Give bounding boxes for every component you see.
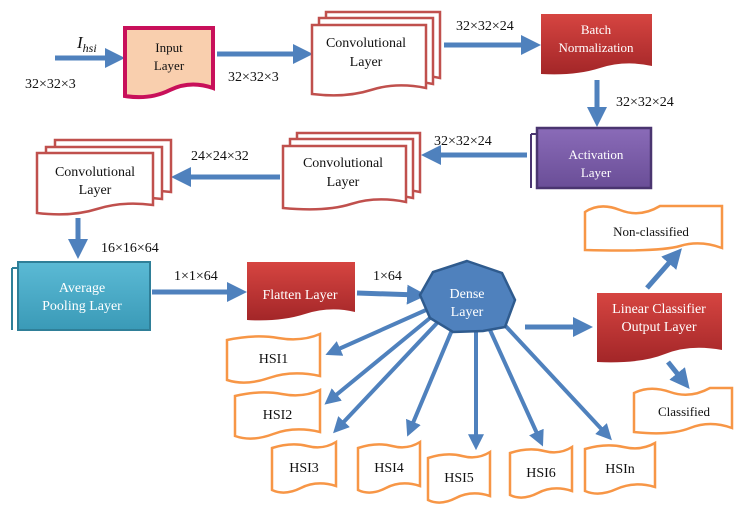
- svg-text:Layer: Layer: [451, 305, 484, 320]
- svg-text:Output Layer: Output Layer: [621, 320, 696, 335]
- label-conv2-conv3: 24×24×32: [191, 149, 249, 164]
- svg-text:Layer: Layer: [79, 183, 112, 198]
- hsi-label: HSIn: [605, 462, 635, 477]
- input-symbol: Ihsi: [76, 33, 97, 55]
- arrow-dense-hsi3: [333, 320, 440, 434]
- hsi-output-2: HSI2: [233, 388, 322, 440]
- arrow-classifier-nonclassified: [645, 248, 682, 290]
- input-dims: 32×32×3: [25, 77, 76, 92]
- svg-text:Layer: Layer: [581, 165, 612, 180]
- hsi-output-5: HSI5: [426, 449, 492, 504]
- hsi-label: HSI5: [444, 471, 474, 486]
- svg-text:Convolutional: Convolutional: [326, 36, 406, 51]
- arrow-dense-hsi6: [488, 329, 544, 447]
- arrow-dense-hsin: [498, 318, 612, 441]
- label-conv3-pool: 16×16×64: [101, 241, 159, 256]
- svg-text:Batch: Batch: [581, 22, 612, 37]
- hsi-box: [356, 439, 422, 494]
- hsi-box: [233, 388, 322, 440]
- svg-text:Average: Average: [59, 281, 105, 296]
- hsi-box: [225, 332, 322, 384]
- svg-text:Input: Input: [155, 40, 183, 55]
- arrow-dense-hsi1: [325, 308, 427, 356]
- svg-text:Classified: Classified: [658, 404, 710, 419]
- input-layer: Input Layer: [123, 26, 215, 100]
- svg-text:Activation: Activation: [569, 147, 624, 162]
- hsi-output-7: HSIn: [583, 440, 657, 495]
- arrow-dense-hsi2: [324, 316, 432, 405]
- activation-layer: Activation Layer: [530, 126, 653, 190]
- hsi-label: HSI4: [374, 461, 404, 476]
- hsi-output-3: HSI3: [270, 439, 338, 494]
- svg-text:Normalization: Normalization: [558, 40, 634, 55]
- average-pooling-layer: Average Pooling Layer: [11, 261, 151, 331]
- conv-layer-2: Convolutional Layer: [281, 131, 422, 211]
- classified-output: Classified: [632, 386, 734, 435]
- hsi-output-4: HSI4: [356, 439, 422, 494]
- hsi-output-6: HSI6: [508, 444, 574, 499]
- non-classified-output: Non-classified: [583, 204, 724, 252]
- linear-classifier-output-layer: Linear Classifier Output Layer: [597, 293, 722, 363]
- svg-text:Dense: Dense: [450, 287, 485, 302]
- hsi-label: HSI2: [263, 408, 293, 423]
- label-input-conv1: 32×32×3: [228, 70, 279, 85]
- svg-text:Non-classified: Non-classified: [613, 224, 689, 239]
- svg-text:Pooling Layer: Pooling Layer: [42, 299, 122, 314]
- hsi-label: HSI1: [259, 352, 289, 367]
- label-pool-flatten: 1×1×64: [174, 269, 218, 284]
- hsi-output-1: HSI1: [225, 332, 322, 384]
- svg-text:Layer: Layer: [350, 55, 383, 70]
- hsi-label: HSI6: [526, 466, 556, 481]
- hsi-label: HSI3: [289, 461, 319, 476]
- svg-text:Layer: Layer: [327, 175, 360, 190]
- label-conv1-bn: 32×32×24: [456, 19, 514, 34]
- svg-text:Layer: Layer: [154, 58, 185, 73]
- svg-text:Convolutional: Convolutional: [303, 156, 383, 171]
- label-bn-act: 32×32×24: [616, 95, 674, 110]
- conv-layer-3: Convolutional Layer: [35, 138, 173, 216]
- batch-normalization-layer: Batch Normalization: [541, 14, 652, 75]
- svg-text:Linear Classifier: Linear Classifier: [612, 302, 706, 317]
- label-flatten-dense: 1×64: [373, 269, 402, 284]
- arrow-classifier-classified: [666, 360, 690, 390]
- hsi-box: [270, 439, 338, 494]
- hsi-box: [426, 449, 492, 504]
- svg-text:Convolutional: Convolutional: [55, 165, 135, 180]
- dense-layer: Dense Layer: [418, 259, 517, 334]
- conv-layer-1: Convolutional Layer: [310, 10, 442, 97]
- label-act-conv2: 32×32×24: [434, 134, 492, 149]
- arrow-flatten-dense: [356, 284, 427, 305]
- svg-text:Flatten Layer: Flatten Layer: [262, 288, 337, 303]
- hsi-box: [508, 444, 574, 499]
- arrow-dense-hsi4: [406, 329, 454, 437]
- flatten-layer: Flatten Layer: [247, 262, 355, 321]
- arrows: [55, 35, 690, 451]
- hsi-box: [583, 440, 657, 495]
